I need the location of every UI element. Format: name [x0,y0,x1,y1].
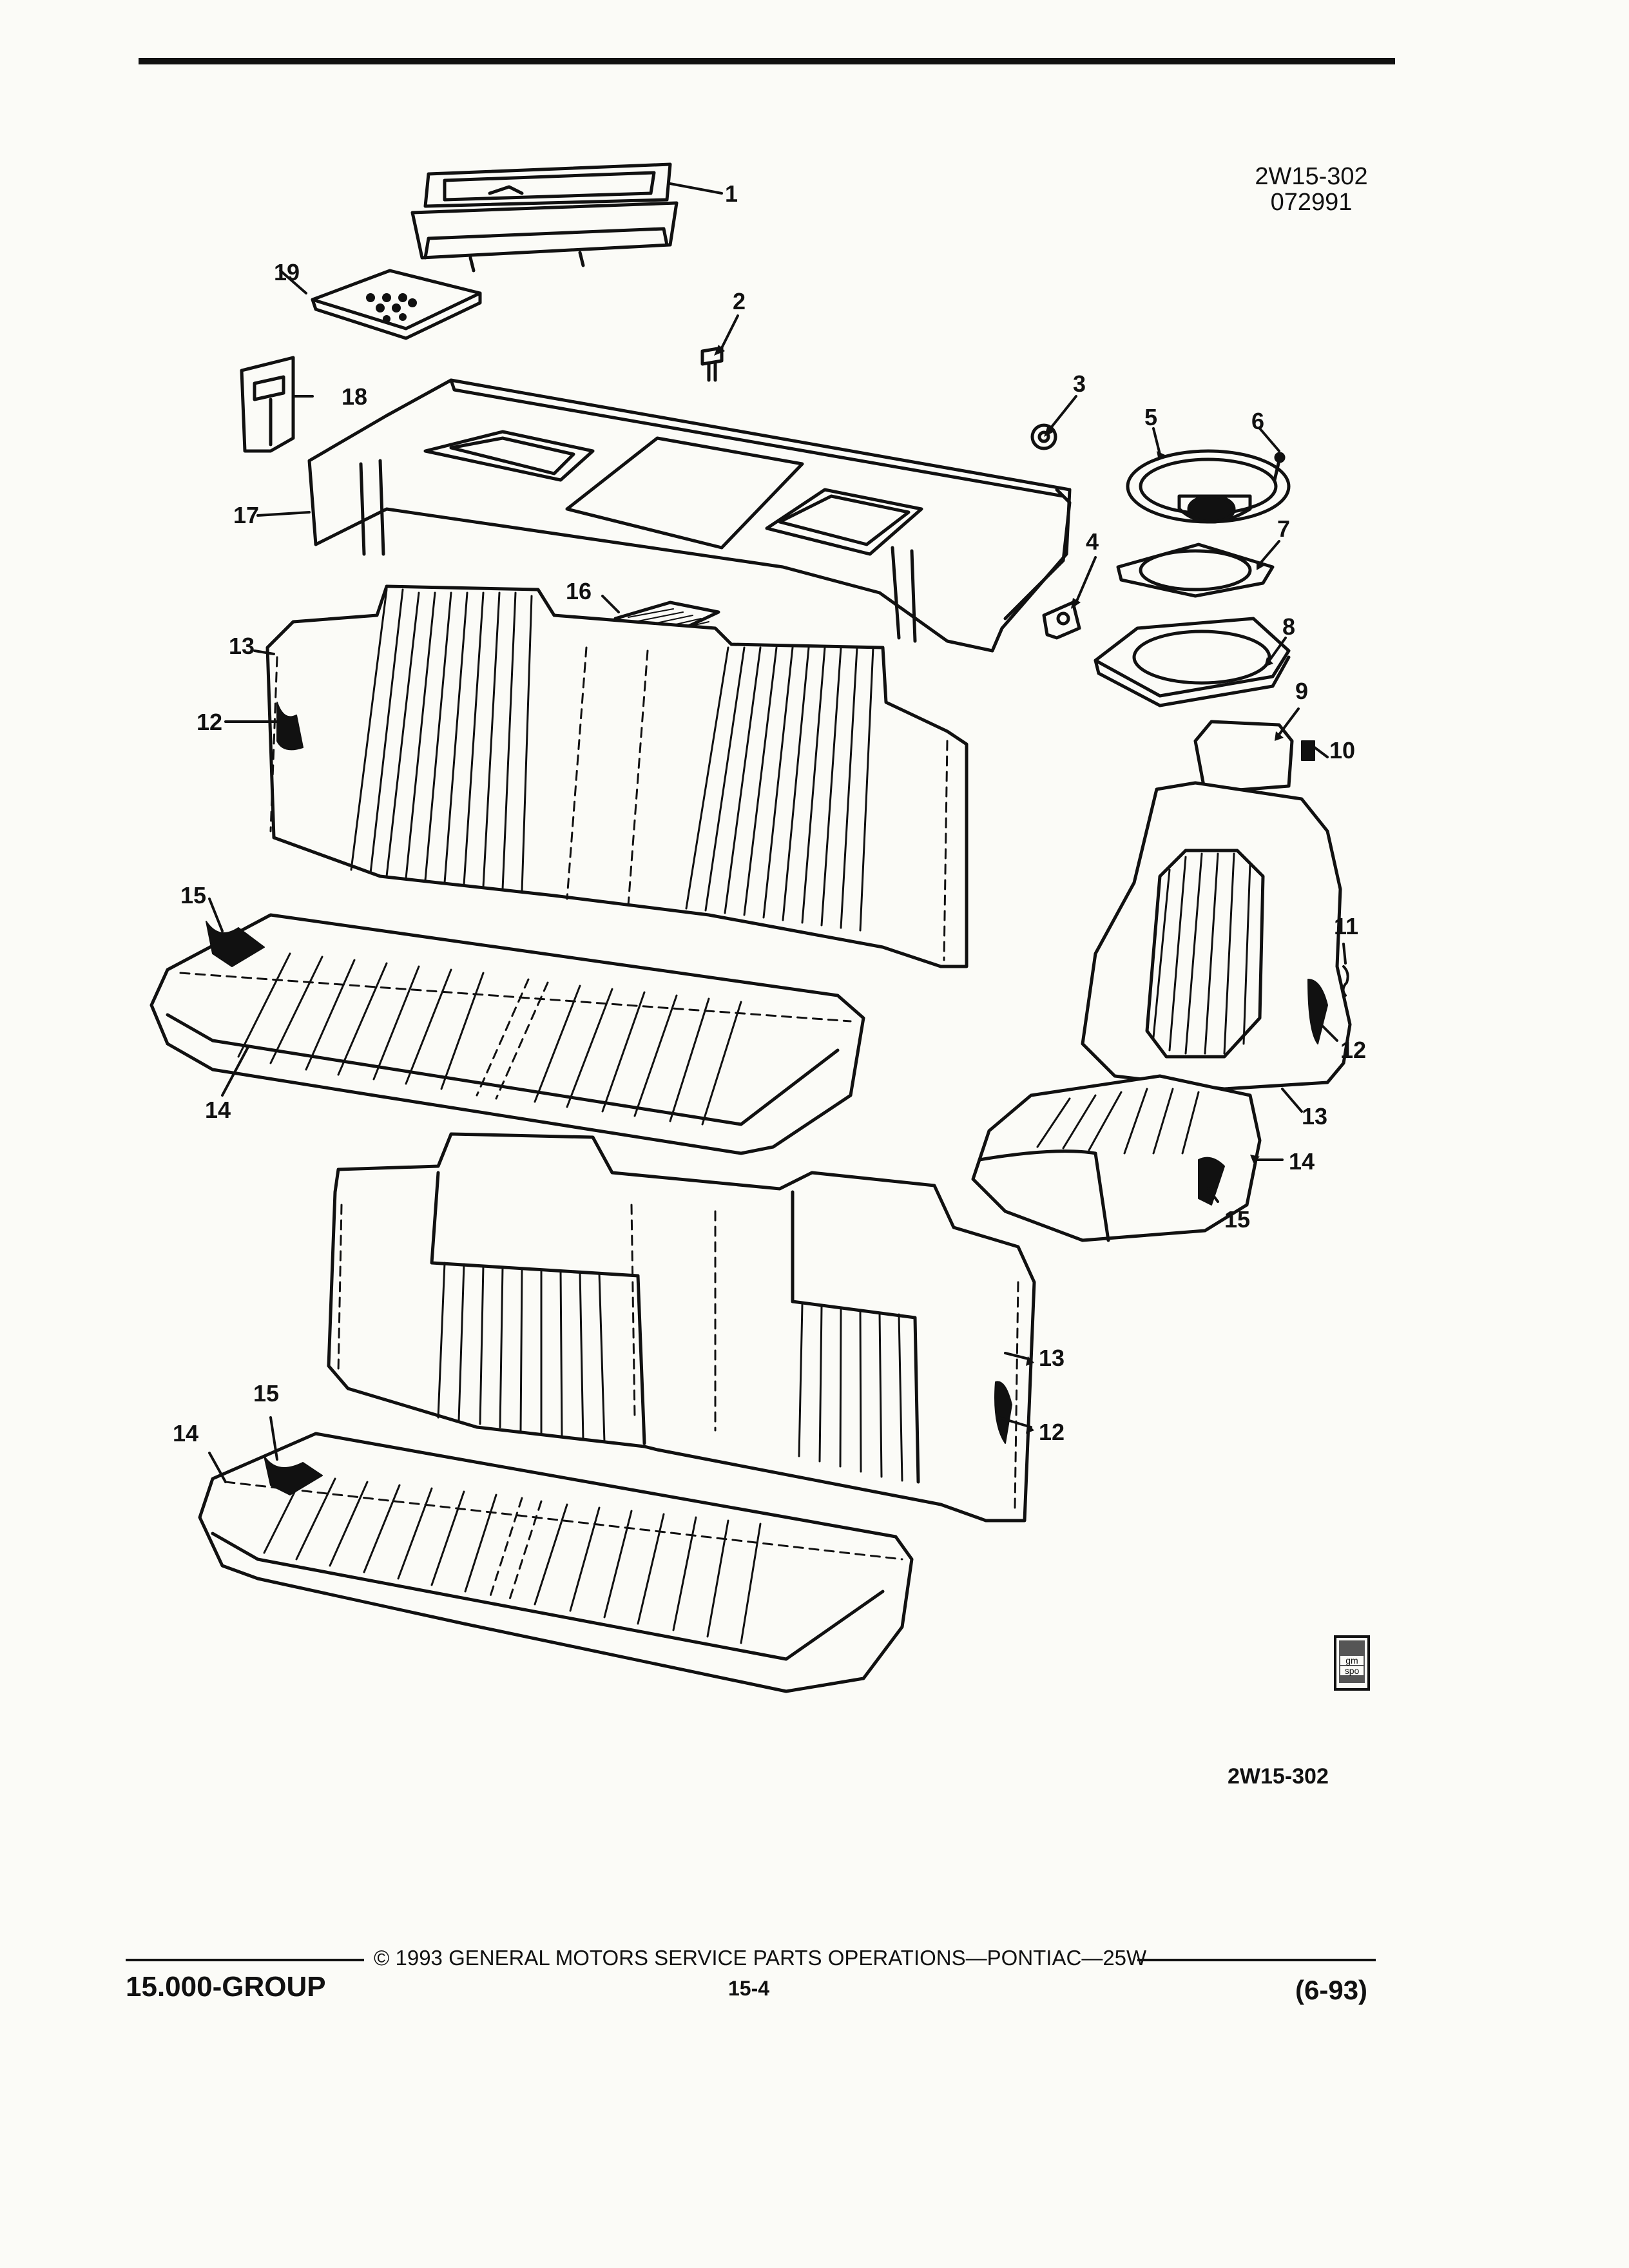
footer-group: 15.000-GROUP [126,1971,326,2003]
callout-16: 16 [566,578,592,604]
figure-id: 2W15-302 [1228,1764,1329,1789]
callout-1: 1 [725,180,738,207]
rear-seat-back [265,584,969,968]
exploded-seat-illustration [149,162,1352,1693]
diagram-code: 2W15-302 [1255,163,1368,190]
callout-14-upper: 14 [205,1097,231,1123]
callout-15-lower: 15 [253,1380,280,1407]
footer-rule-right [1137,1959,1376,1961]
bucket-seat-cushion [971,1074,1262,1242]
callout-12-lower: 12 [1039,1419,1065,1445]
footer-rule-left [126,1959,364,1961]
gm-spo-logo: gm spo [1334,1635,1370,1691]
callout-15-bucket: 15 [1224,1206,1251,1233]
lower-seat-cushion [198,1432,914,1693]
hook-clip [1342,965,1349,997]
callout-9: 9 [1295,678,1309,704]
speaker-enclosure [1094,617,1291,707]
callout-14-lower: 14 [173,1420,199,1446]
bucket-seat-back [1081,720,1352,1091]
footer-revision: (6-93) [1295,1975,1368,2005]
footer-page: 15-4 [728,1977,770,2000]
callout-14-bucket: 14 [1289,1148,1315,1175]
rear-shelf-panel [307,378,1072,653]
callout-17: 17 [233,502,260,528]
lower-seat-back [327,1132,1036,1523]
callout-8: 8 [1282,613,1296,640]
callout-4: 4 [1086,528,1099,555]
footer-copyright: © 1993 GENERAL MOTORS SERVICE PARTS OPER… [374,1946,1147,1970]
retainer-clip [1042,601,1081,640]
callout-13-bucket: 13 [1302,1103,1328,1129]
date-code: 072991 [1270,189,1353,216]
arrowheads [714,345,1284,1434]
storage-tray [410,162,679,273]
speaker [1126,449,1291,524]
logo-text-spo: spo [1340,1666,1364,1675]
callout-3: 3 [1073,370,1086,397]
callout-13-lower: 13 [1039,1345,1065,1371]
callout-18: 18 [342,383,368,410]
callout-19: 19 [274,259,300,285]
seat-bracket [240,356,295,453]
callout-7: 7 [1277,515,1291,542]
access-panel [311,269,482,340]
leader-lines [208,182,1347,1483]
speaker-ring [1116,543,1275,598]
callout-6: 6 [1251,408,1265,434]
callout-10: 10 [1329,737,1356,764]
rear-seat-cushion [149,913,865,1155]
logo-text-gm: gm [1340,1656,1364,1665]
callout-11: 11 [1334,913,1359,939]
callout-15-upper: 15 [180,882,207,908]
callout-13-upper: 13 [229,633,255,659]
callout-2: 2 [733,288,746,314]
callout-12-upper: 12 [197,709,223,735]
top-rule [139,58,1395,64]
callout-5: 5 [1144,404,1158,430]
speaker-screw [1273,452,1286,482]
callout-12-bucket: 12 [1340,1037,1367,1063]
